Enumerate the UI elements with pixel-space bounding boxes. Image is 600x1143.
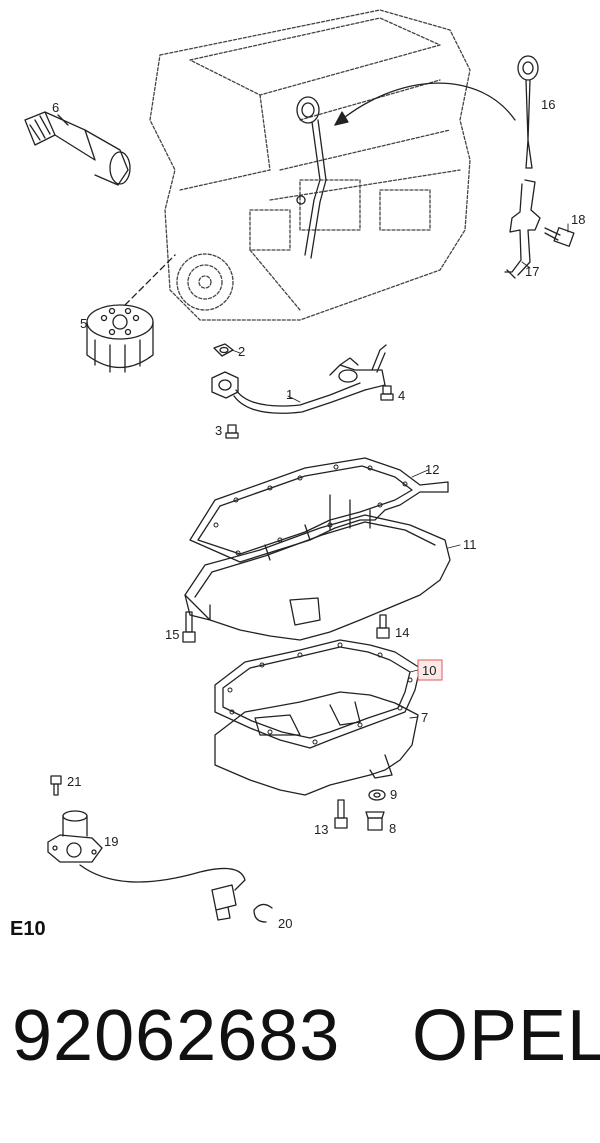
part-4-bolt [380,385,394,401]
callout-21: 21 [67,774,81,789]
callout-3: 3 [215,423,222,438]
part-2-gasket [213,343,234,357]
callout-6: 6 [52,100,59,115]
insertion-arrow [334,82,516,126]
callout-19: 19 [104,834,118,849]
part-5-oil-filter [86,304,154,373]
callout-13: 13 [314,822,328,837]
part-18-bolt [544,227,575,247]
callout-20: 20 [278,916,292,931]
callout-10-highlight-box [417,659,443,681]
part-14-bolt [376,614,390,639]
callout-10: 10 [422,663,436,678]
sheet-code: E10 [10,918,46,940]
part-10-lower-gasket [214,639,421,749]
callout-11: 11 [463,537,477,552]
part-21-bolt [50,775,62,796]
exploded-parts-diagram: 1 2 3 4 5 6 7 8 9 10 11 12 13 14 15 16 1… [24,9,585,931]
callout-15: 15 [165,627,179,642]
leader-lines [231,223,569,719]
part-15-bolt [182,611,196,643]
part-16-dipstick [517,55,539,169]
engine-block-illustration [149,9,471,321]
part-9-washer [368,789,386,801]
callout-17: 17 [525,264,539,279]
part-8-drain-plug [365,811,385,831]
part-1-oil-pickup-pipe [211,344,387,414]
part-13-bolt [334,799,348,829]
callout-16: 16 [541,97,555,112]
part-number: 92062683 [12,996,341,1076]
callout-18: 18 [571,212,585,227]
part-11-upper-oil-pan [184,494,451,641]
callout-12: 12 [425,462,439,477]
callout-8: 8 [389,821,396,836]
callout-2: 2 [238,344,245,359]
callout-9: 9 [390,787,397,802]
callout-1: 1 [286,387,293,402]
part-12-upper-gasket [189,457,449,563]
part-19-oil-level-sensor [47,810,246,891]
part-17-dipstick-tube [504,179,541,279]
part-20-clip [253,903,273,923]
callout-7: 7 [421,710,428,725]
brand-name: OPEL [412,996,600,1076]
part-6-pressure-switch [24,111,131,186]
callout-14: 14 [395,625,409,640]
dipstick-guide-on-engine [296,96,327,259]
part-19-connector [211,884,237,921]
part-7-lower-oil-pan [214,691,419,796]
callout-5: 5 [80,316,87,331]
pulley-illustration [176,253,234,311]
callout-4: 4 [398,388,405,403]
part-3-bolt [225,424,239,439]
